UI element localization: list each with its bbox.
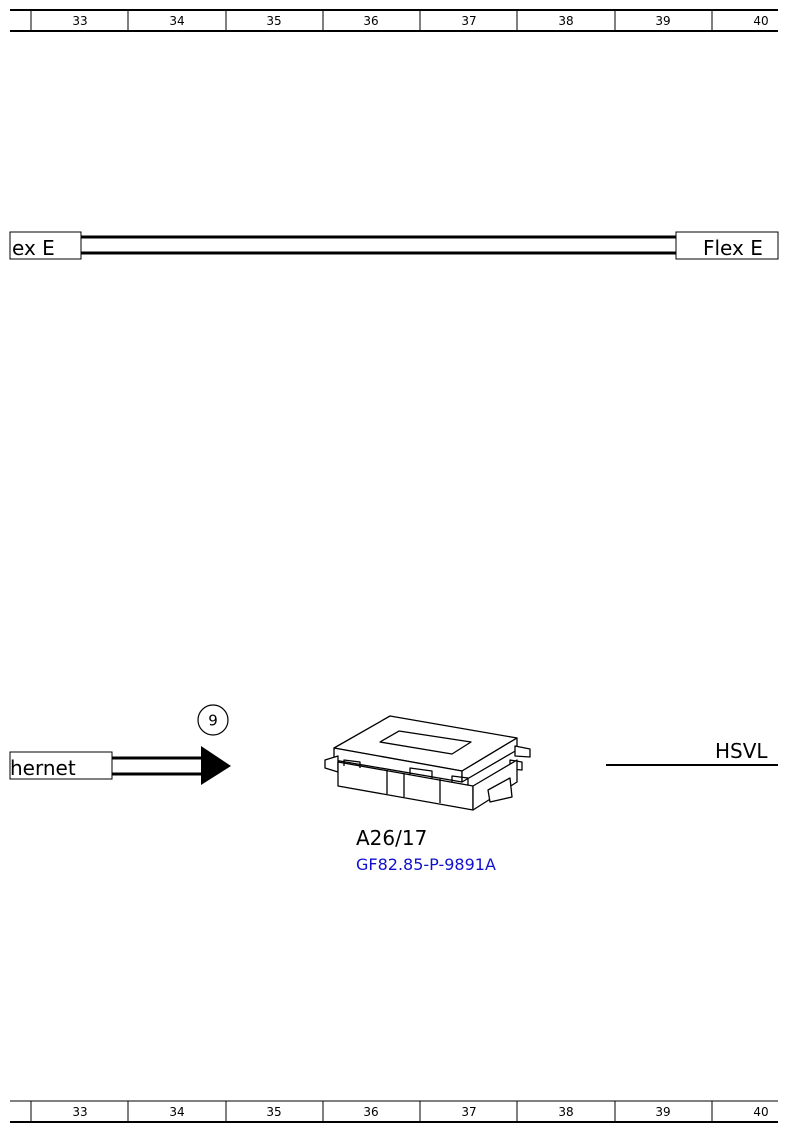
ruler-column-label: 34 [169, 1105, 184, 1119]
unit-bracket [487, 777, 513, 803]
ethernet-label: hernet [10, 756, 76, 780]
ruler-column-label: 39 [655, 14, 670, 28]
ruler-column-label: 39 [655, 1105, 670, 1119]
ruler-column-label: 33 [72, 1105, 87, 1119]
component-ref-link[interactable]: GF82.85-P-9891A [356, 855, 496, 874]
ruler-column-label: 35 [266, 1105, 281, 1119]
unit-mount-tab-right [514, 745, 531, 758]
ruler-column-label: 38 [558, 1105, 573, 1119]
unit-connector-pin [451, 775, 469, 785]
unit-mount-tab-left [324, 755, 339, 773]
flex-right-box[interactable] [675, 231, 779, 260]
ruler-column-label: 40 [753, 14, 768, 28]
ruler-column-label: 37 [461, 1105, 476, 1119]
top-ruler: 33 34 35 36 37 38 39 40 [10, 9, 778, 32]
ethernet-marker-number: 9 [208, 712, 218, 730]
ruler-column-label: 33 [72, 14, 87, 28]
ethernet-connection: hernet 9 [9, 704, 231, 785]
ruler-column-label: 35 [266, 14, 281, 28]
unit-label-plate [379, 730, 472, 755]
ruler-column-label: 34 [169, 14, 184, 28]
unit-connector-pin [409, 767, 433, 778]
ethernet-box[interactable] [9, 751, 113, 780]
flex-left-box[interactable] [9, 231, 82, 260]
unit-connector-pin [343, 759, 361, 768]
bottom-ruler: 33 34 35 36 37 38 39 40 [10, 1100, 778, 1123]
control-unit-icon[interactable] [324, 715, 531, 811]
hsvl-connection: HSVL [606, 739, 778, 766]
flex-left-label: ex E [12, 236, 55, 260]
hsvl-label: HSVL [715, 739, 768, 763]
unit-connector-side [472, 759, 518, 811]
ruler-column-label: 38 [558, 14, 573, 28]
component-id-label: A26/17 [356, 826, 427, 850]
flex-bus-connection: ex E Flex E [9, 231, 779, 260]
ruler-column-label: 36 [363, 14, 378, 28]
ruler-column-label: 37 [461, 14, 476, 28]
ruler-column-label: 40 [753, 1105, 768, 1119]
flex-right-label: Flex E [703, 236, 763, 260]
arrow-right-icon [201, 746, 231, 785]
ruler-column-label: 36 [363, 1105, 378, 1119]
marker-circle [197, 704, 229, 736]
